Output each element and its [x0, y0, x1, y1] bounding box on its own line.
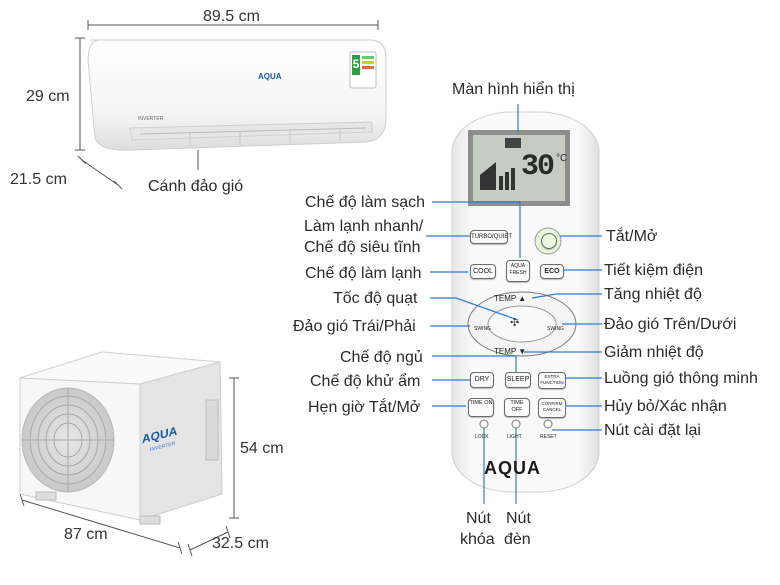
louver-label: Cánh đảo gió — [148, 178, 244, 195]
outdoor-unit-drawing — [19, 351, 223, 525]
indoor-depth-dimension: 21.5 cm — [10, 171, 67, 188]
label-temp-up: Tăng nhiệt độ — [604, 286, 702, 303]
label-temp-down: Giảm nhiệt độ — [604, 344, 704, 361]
callout-leaders — [426, 104, 602, 504]
power-button[interactable] — [541, 233, 557, 249]
outdoor-height-dimension: 54 cm — [240, 440, 284, 457]
light-button-label: LIGHT — [507, 434, 522, 440]
swing-left-right-button[interactable]: SWING — [474, 326, 491, 332]
reset-button-label: RESET — [540, 434, 557, 440]
label-timer: Hẹn giờ Tắt/Mở — [308, 399, 421, 416]
indoor-dimension-lines — [75, 20, 379, 190]
swing-up-down-button[interactable]: SWING — [547, 326, 564, 332]
label-cancel-confirm: Hủy bỏ/Xác nhận — [604, 398, 727, 415]
label-power: Tắt/Mở — [606, 228, 658, 245]
label-light-line1: Nút — [506, 510, 531, 527]
outdoor-width-dimension: 87 cm — [64, 526, 108, 543]
label-swing-left-right: Đảo gió Trái/Phải — [293, 318, 416, 335]
time-off-button[interactable]: TIME OFF — [504, 398, 530, 417]
energy-star-label: 5 — [352, 57, 360, 71]
label-fan-speed: Tốc độ quạt — [333, 290, 418, 307]
sleep-button[interactable]: SLEEP — [505, 372, 531, 388]
lock-button-label: LOCK — [475, 434, 489, 440]
remote-display-temperature: 30 — [521, 150, 555, 184]
indoor-inverter-text: INVERTER — [138, 116, 164, 122]
cool-button[interactable]: COOL — [470, 264, 496, 279]
label-smart-airflow: Luồng gió thông minh — [604, 370, 758, 387]
label-turbo-cool-line2: Chế độ siêu tĩnh — [304, 239, 421, 256]
label-reset-button: Nút cài đặt lại — [604, 422, 701, 439]
label-dry-mode: Chế độ khử ẩm — [310, 373, 421, 390]
label-light-line2: đèn — [504, 531, 531, 548]
label-lock-line1: Nút — [466, 510, 491, 527]
label-swing-up-down: Đảo gió Trên/Dưới — [604, 316, 737, 333]
temp-up-button[interactable]: TEMP ▲ — [494, 294, 527, 303]
label-turbo-cool-line1: Làm lạnh nhanh/ — [304, 218, 424, 235]
remote-drawing — [451, 111, 600, 493]
indoor-height-dimension: 29 cm — [26, 88, 70, 105]
label-energy-saving: Tiết kiệm điện — [604, 262, 703, 279]
eco-button[interactable]: ECO — [540, 264, 564, 279]
fan-speed-button[interactable]: ✣ — [510, 317, 520, 329]
label-cool-mode: Chế độ làm lạnh — [305, 265, 422, 282]
label-sleep-mode: Chế độ ngủ — [340, 349, 423, 366]
indoor-unit-drawing — [87, 39, 387, 170]
indoor-brand-logo: AQUA — [258, 72, 282, 81]
aqua-fresh-button[interactable]: AQUA FRESH — [506, 260, 530, 282]
dry-button[interactable]: DRY — [470, 372, 494, 388]
remote-display-unit: °C — [556, 153, 568, 164]
time-on-button[interactable]: TIME ON — [468, 398, 494, 417]
label-lock-line2: khóa — [460, 531, 495, 548]
label-cleaning-mode: Chế độ làm sạch — [305, 194, 426, 211]
temp-down-button[interactable]: TEMP ▼ — [494, 347, 527, 356]
confirm-cancel-button[interactable]: CONFIRM CANCEL — [538, 398, 566, 418]
label-display-screen: Màn hình hiển thị — [452, 81, 575, 98]
remote-brand-logo: AQUA — [484, 458, 541, 478]
turbo-quiet-button[interactable]: TURBO/QUIET — [470, 230, 512, 244]
extra-function-button[interactable]: EXTRA FUNCTION — [538, 372, 566, 389]
indoor-width-dimension: 89.5 cm — [203, 8, 260, 25]
outdoor-depth-dimension: 32.5 cm — [212, 535, 269, 552]
outdoor-dimension-lines — [19, 377, 239, 557]
